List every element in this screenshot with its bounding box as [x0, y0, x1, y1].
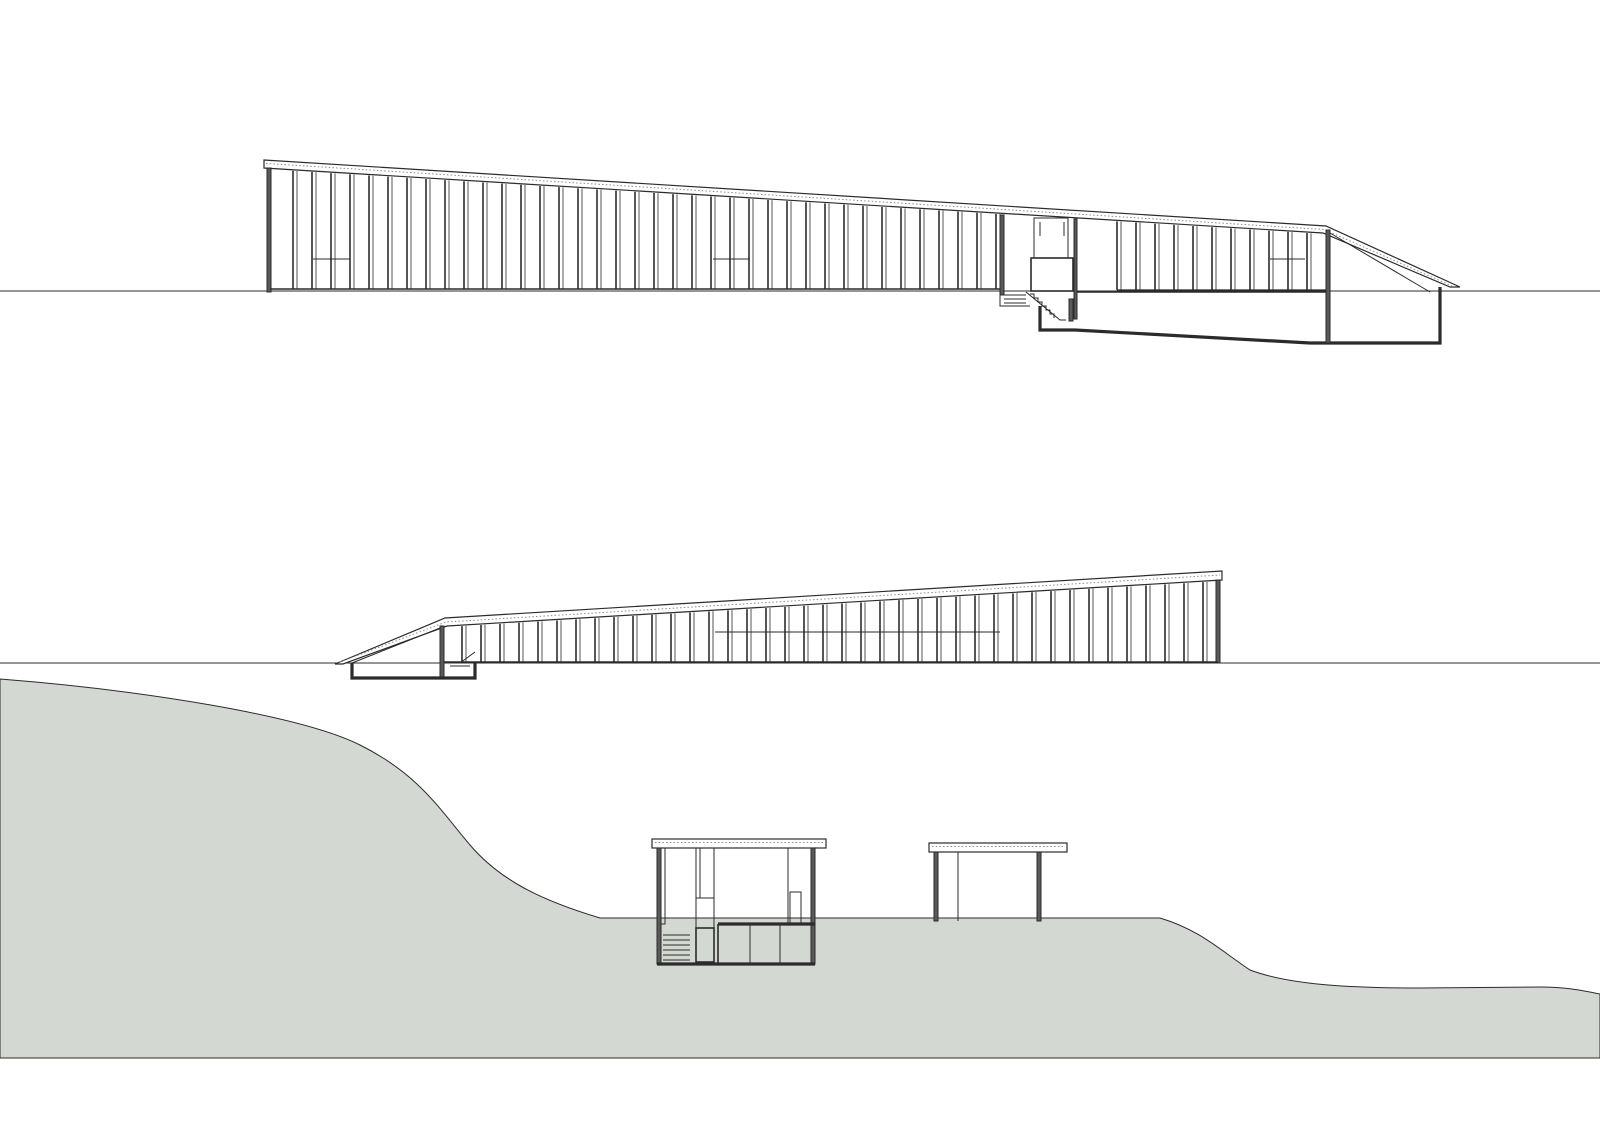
facade-mullions-lower: [461, 581, 1208, 662]
cross-building-main: [651, 838, 827, 966]
facade-mullions-upper-right: [1116, 221, 1326, 291]
roof-slab-upper: [263, 159, 1461, 288]
cross-building-canopy: [928, 842, 1068, 922]
roof-gravel-lower: [339, 574, 1221, 663]
long-section-upper: [0, 159, 1600, 345]
terrain-hill: [0, 678, 1600, 1059]
roof-slab-lower: [334, 570, 1223, 665]
basement-upper: [1038, 229, 1442, 345]
left-wall-upper: [266, 167, 272, 293]
basement-lower: [350, 627, 477, 680]
stair-core-upper: [999, 214, 1078, 322]
long-section-lower: [0, 570, 1600, 680]
left-wall-lower: [439, 625, 445, 679]
facade-mullions-upper: [292, 170, 1001, 289]
cross-section: [651, 838, 1068, 966]
right-wall-lower: [1215, 579, 1221, 664]
